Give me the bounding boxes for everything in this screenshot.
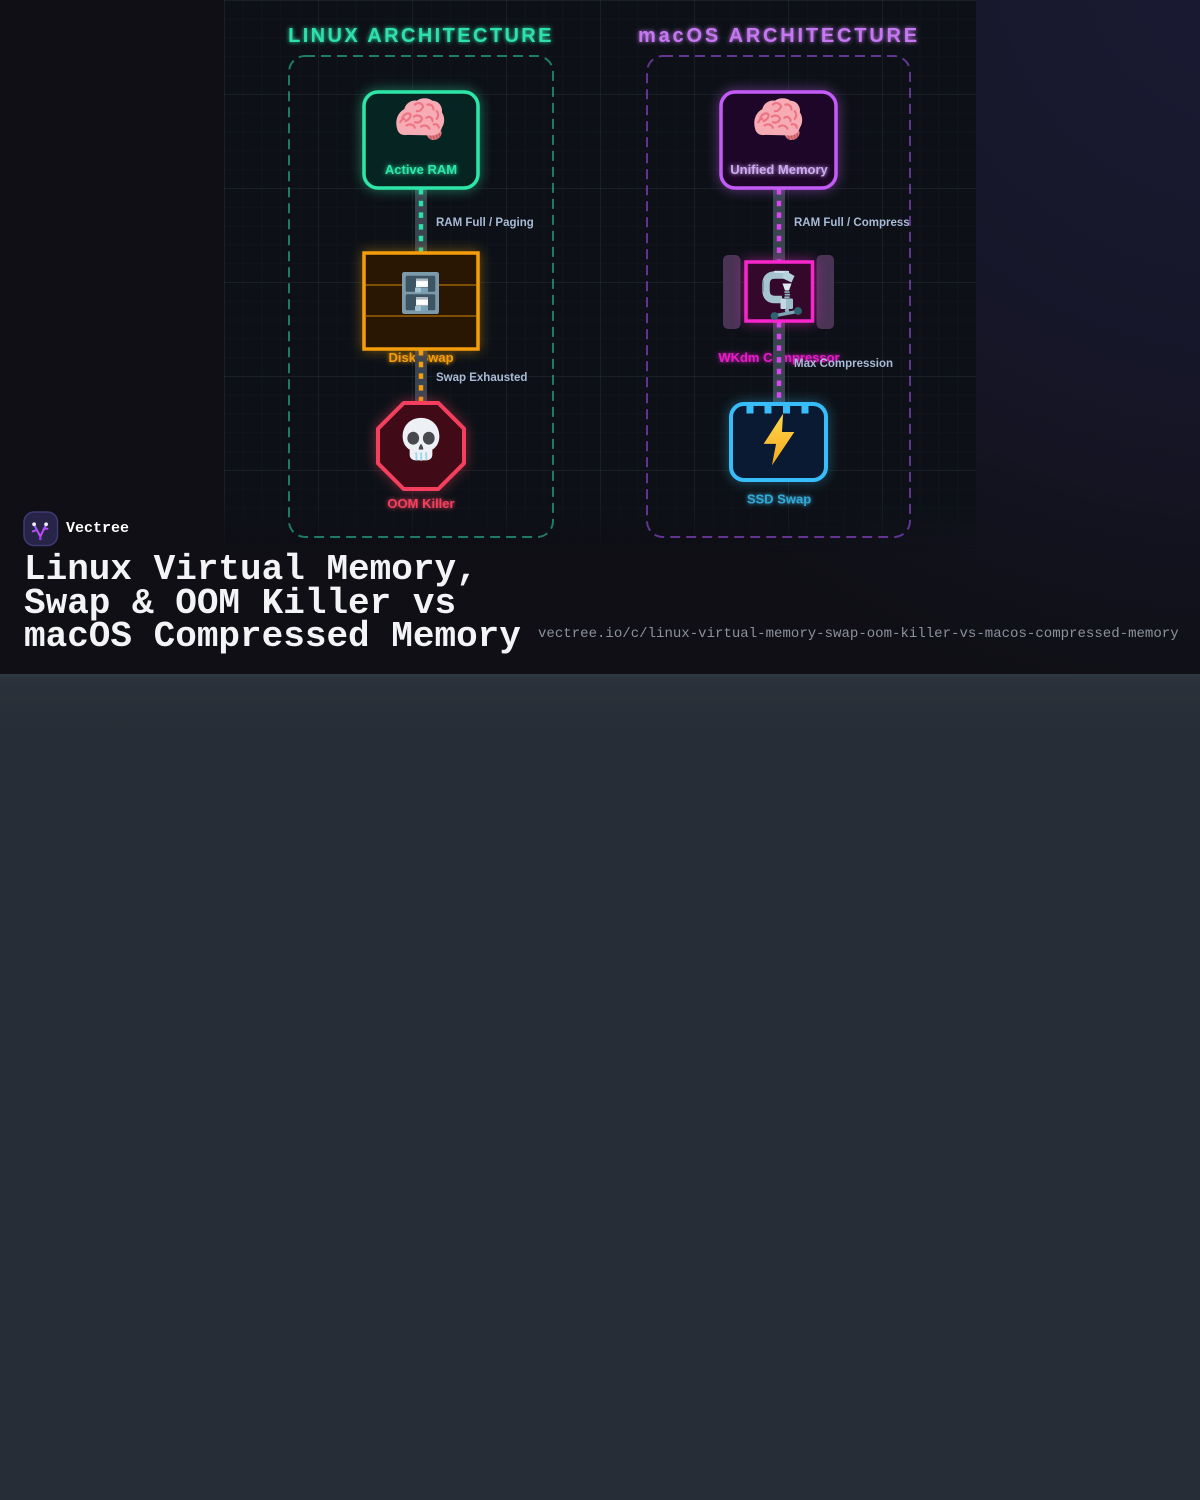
svg-text:RAM Full / Paging: RAM Full / Paging [436,217,534,229]
svg-text:Active RAM: Active RAM [385,162,457,177]
svg-text:LINUX ARCHITECTURE: LINUX ARCHITECTURE [288,25,554,47]
svg-text:Unified Memory: Unified Memory [730,162,828,177]
svg-text:SSD Swap: SSD Swap [747,492,811,507]
svg-text:RAM Full / Compress: RAM Full / Compress [794,217,910,229]
svg-text:Max Compression: Max Compression [794,358,893,370]
svg-text:OOM Killer: OOM Killer [387,496,454,511]
svg-text:Swap Exhausted: Swap Exhausted [436,372,527,384]
svg-text:macOS ARCHITECTURE: macOS ARCHITECTURE [638,25,920,47]
